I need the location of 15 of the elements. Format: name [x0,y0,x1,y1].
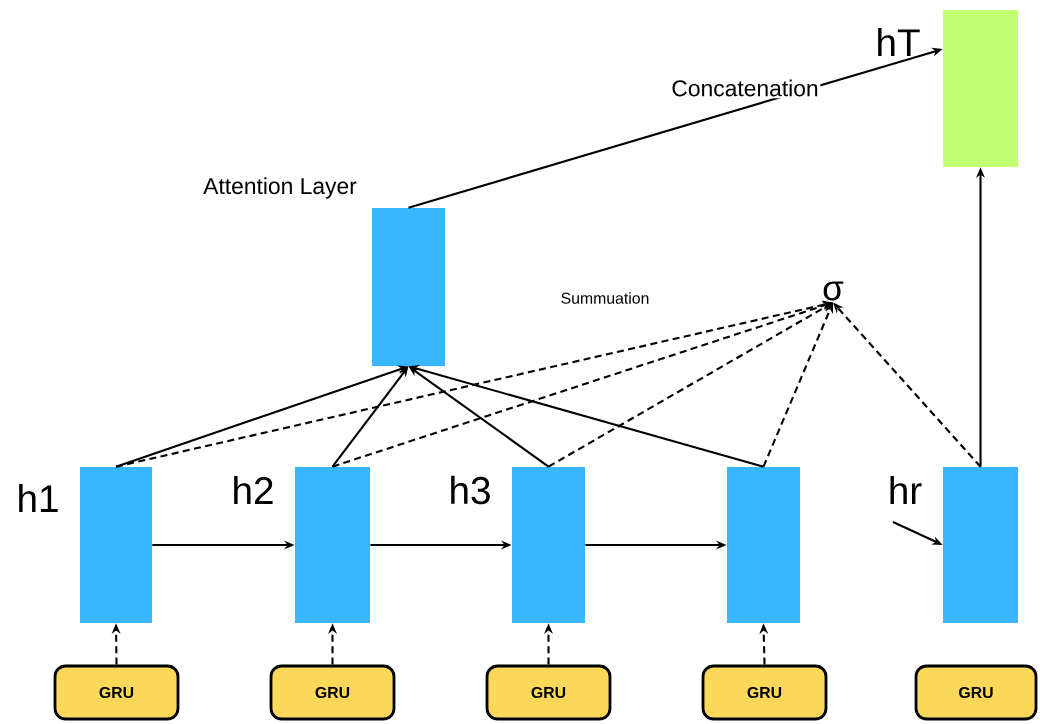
bar-label: hr [890,476,922,504]
gru-box: GRU [914,664,1038,721]
sigma-symbol: σ [823,281,844,301]
text-label: Summuation [561,292,649,304]
bar-label: Attention Layer [203,177,357,199]
gru-box: GRU [269,664,396,721]
edge-label: Concatenation [669,77,821,99]
bar-label: h2 [234,476,273,504]
bar-label: h3 [451,475,490,505]
gru-box: GRU [485,664,612,721]
bar-label: hT [878,28,920,56]
gru-box: GRU [53,664,180,721]
hidden-state-bar [727,467,800,623]
bar-label: h1 [19,484,58,512]
gru-box: GRU [701,664,828,721]
